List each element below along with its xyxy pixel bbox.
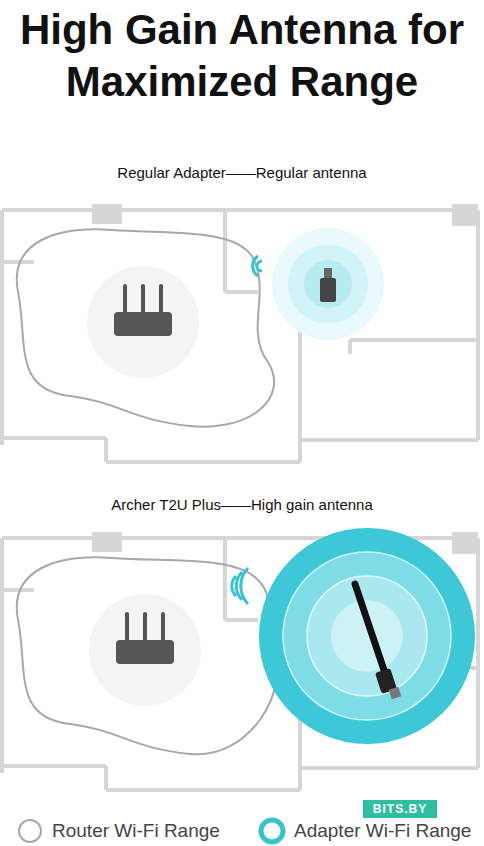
regular-floor-plan — [2, 204, 478, 462]
section-heading: Archer T2U Plus——High gain antenna — [111, 496, 373, 514]
watermark: BITS.BY — [363, 800, 437, 818]
legend-swatch — [258, 817, 286, 845]
section-heading: Regular Adapter——Regular antenna — [117, 164, 366, 182]
legend-swatch — [16, 817, 44, 845]
high-gain-floor-plan — [2, 532, 478, 790]
legend-item: Router Wi-Fi Range — [16, 817, 220, 845]
legend-item: Adapter Wi-Fi Range — [258, 817, 471, 845]
legend-text: Adapter Wi-Fi Range — [294, 820, 471, 842]
legend-text: Router Wi-Fi Range — [52, 820, 220, 842]
page-title: High Gain Antenna for Maximized Range — [0, 4, 484, 108]
high-gain-range — [259, 528, 475, 744]
